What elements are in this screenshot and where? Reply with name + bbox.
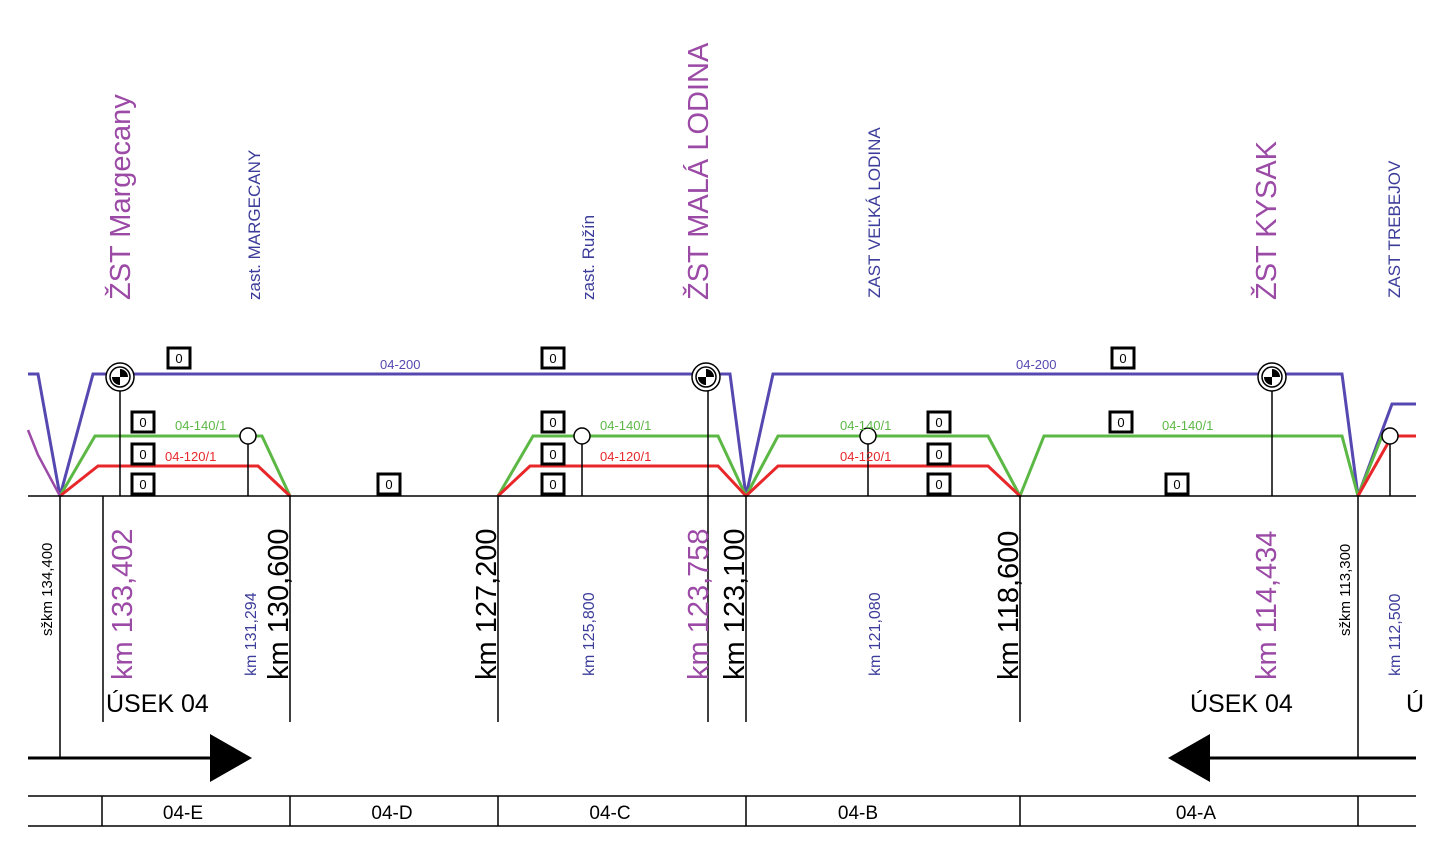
stop-symbols — [239, 427, 1399, 445]
baselines — [28, 388, 1416, 758]
value-box: 0 — [540, 472, 566, 496]
szkm-label-left: sžkm 134,400 — [39, 543, 56, 636]
value-box: 0 — [130, 442, 156, 466]
svg-text:0: 0 — [549, 477, 556, 492]
usek-label-right: ÚSEK 04 — [1190, 689, 1293, 718]
svg-text:0: 0 — [1117, 415, 1124, 430]
value-box: 0 — [1164, 472, 1190, 496]
profile-140-line-2 — [496, 434, 748, 497]
svg-text:0: 0 — [139, 447, 146, 462]
value-box: 0 — [166, 346, 192, 370]
svg-text:0: 0 — [935, 415, 942, 430]
speed-label-140: 04-140/1 — [175, 418, 226, 433]
svg-text:0: 0 — [549, 351, 556, 366]
profile-120-line-3 — [744, 464, 1022, 498]
usek-labels: ÚSEK 04 ÚSEK 04 Ú — [106, 689, 1424, 718]
stop-circle-ruzin — [573, 427, 591, 445]
value-boxes: 0 0 0 0 0 0 0 0 0 0 0 0 0 0 0 — [130, 346, 1190, 496]
svg-text:0: 0 — [139, 415, 146, 430]
speed-label-120: 04-120/1 — [165, 449, 216, 464]
value-box: 0 — [926, 472, 952, 496]
speed-label-140: 04-140/1 — [600, 418, 651, 433]
station-symbol-mala-lodina — [691, 362, 721, 392]
direction-arrow-right-icon — [210, 734, 252, 782]
section-label: 04-A — [1176, 803, 1216, 824]
stop-name-trebejov: ZAST TREBEJOV — [1385, 160, 1404, 298]
value-box: 0 — [1108, 410, 1134, 434]
profile-120-line — [59, 464, 292, 498]
svg-text:0: 0 — [1119, 351, 1126, 366]
station-km-mala-lodina: km 123,758 — [683, 528, 715, 680]
station-km-margecany: km 133,402 — [107, 528, 139, 680]
stop-name-margecany: zast. MARGECANY — [245, 150, 264, 300]
station-name-mala-lodina: ŽST MALÁ LODINA — [682, 42, 715, 300]
stop-circle-velka-lodina — [859, 427, 877, 445]
boundary-km-127200: km 127,200 — [471, 528, 503, 680]
section-label: 04-C — [589, 803, 630, 824]
speed-label-200: 04-200 — [1016, 357, 1056, 372]
stop-name-velka-lodina: ZAST VEĽKÁ LODINA — [865, 127, 884, 298]
stop-km-margecany: km 131,294 — [243, 592, 260, 676]
section-label: 04-E — [163, 803, 203, 824]
value-box: 0 — [540, 442, 566, 466]
direction-arrows — [28, 734, 1416, 782]
speed-labels: 04-200 04-200 04-140/1 04-140/1 04-140/1… — [165, 357, 1213, 464]
svg-text:0: 0 — [385, 477, 392, 492]
stop-km-velka-lodina: km 121,080 — [867, 592, 884, 676]
station-symbol-margecany — [105, 362, 135, 392]
svg-text:0: 0 — [549, 415, 556, 430]
profile-120-line-2 — [496, 464, 748, 498]
section-label: 04-D — [371, 803, 412, 824]
svg-text:0: 0 — [175, 351, 182, 366]
boundary-km-123100: km 123,100 — [719, 528, 751, 680]
stop-circle-trebejov — [1381, 427, 1399, 445]
speed-label-140: 04-140/1 — [1162, 418, 1213, 433]
stop-km-ruzin: km 125,800 — [581, 592, 598, 676]
profile-140-line — [58, 434, 292, 497]
speed-label-200: 04-200 — [380, 357, 420, 372]
station-km-kysak: km 114,434 — [1251, 531, 1283, 680]
direction-arrow-left-icon — [1168, 734, 1210, 782]
speed-profiles — [26, 372, 1416, 500]
speed-label-140: 04-140/1 — [840, 418, 891, 433]
usek-label-right-clipped: Ú — [1406, 689, 1424, 718]
svg-text:0: 0 — [139, 477, 146, 492]
profile-120-line-4 — [1356, 434, 1416, 497]
svg-text:0: 0 — [1173, 477, 1180, 492]
szkm-label-right: sžkm 113,300 — [1337, 544, 1354, 636]
station-symbols — [105, 362, 1287, 392]
top-names: ŽST Margecany zast. MARGECANY zast. Ruží… — [104, 42, 1404, 300]
speed-label-120: 04-120/1 — [840, 449, 891, 464]
value-box: 0 — [376, 472, 402, 496]
value-box: 0 — [1110, 346, 1136, 370]
value-box: 0 — [130, 410, 156, 434]
station-name-margecany: ŽST Margecany — [104, 94, 137, 300]
station-name-kysak: ŽST KYSAK — [1250, 140, 1283, 300]
boundary-km-118600: km 118,600 — [993, 531, 1025, 680]
section-label: 04-B — [838, 803, 878, 824]
station-symbol-kysak — [1257, 362, 1287, 392]
value-box: 0 — [540, 346, 566, 370]
stop-circle-margecany — [239, 427, 257, 445]
profile-station-line — [26, 429, 62, 497]
speed-label-120: 04-120/1 — [600, 449, 651, 464]
svg-text:0: 0 — [549, 447, 556, 462]
section-table: 04-E 04-D 04-C 04-B 04-A — [28, 795, 1416, 827]
usek-label-left: ÚSEK 04 — [106, 689, 209, 718]
stop-km-trebejov: km 112,500 — [1387, 593, 1404, 676]
value-box: 0 — [130, 472, 156, 496]
value-box: 0 — [540, 410, 566, 434]
boundary-km-130600: km 130,600 — [263, 528, 295, 680]
stop-name-ruzin: zast. Ružín — [579, 215, 598, 300]
km-labels: sžkm 134,400 km 133,402 km 131,294 km 13… — [39, 528, 1404, 680]
svg-text:0: 0 — [935, 447, 942, 462]
value-box: 0 — [926, 410, 952, 434]
value-box: 0 — [926, 442, 952, 466]
svg-text:0: 0 — [935, 477, 942, 492]
